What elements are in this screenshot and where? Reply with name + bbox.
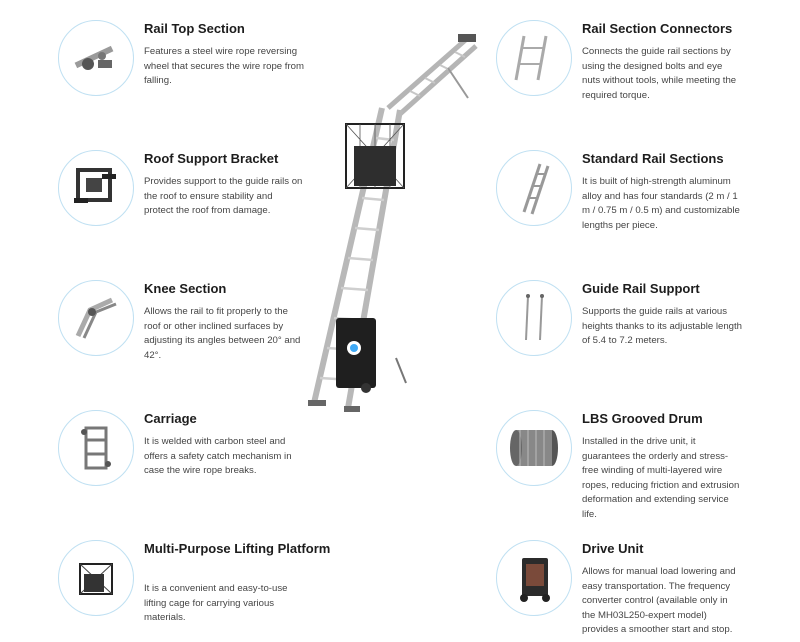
feature-title: Drive Unit: [582, 541, 644, 556]
feature-description: It is built of high-strength aluminum al…: [582, 176, 740, 231]
feature-title: Carriage: [144, 411, 197, 426]
drive-unit-icon: [496, 540, 572, 616]
hoist-illustration: [308, 34, 478, 412]
feature-description: It is welded with carbon steel and offer…: [144, 436, 292, 476]
standard-rail-icon: [496, 150, 572, 226]
feature-title: Multi-Purpose Lifting Platform: [144, 541, 331, 556]
feature-title: Standard Rail Sections: [582, 151, 724, 166]
knee-section-icon: [58, 280, 134, 356]
feature-title: Guide Rail Support: [582, 281, 700, 296]
rail-top-section-icon: [58, 20, 134, 96]
carriage-icon: [58, 410, 134, 486]
roof-support-bracket-icon: [58, 150, 134, 226]
feature-title: Rail Section Connectors: [582, 21, 733, 36]
feature-description: It is a convenient and easy-to-use lifti…: [144, 583, 288, 623]
feature-description: Supports the guide rails at various heig…: [582, 306, 743, 346]
feature-drive-unit: Drive Unit Allows for manual load loweri…: [496, 540, 800, 642]
feature-title: LBS Grooved Drum: [582, 411, 703, 426]
lifting-platform-icon: [58, 540, 134, 616]
rail-foot: [308, 400, 326, 406]
drive-unit: [336, 318, 407, 393]
feature-title: Knee Section: [144, 281, 227, 296]
rail-connectors-icon: [496, 20, 572, 96]
feature-description: Installed in the drive unit, it guarante…: [582, 436, 740, 520]
guide-rail-support-icon: [496, 280, 572, 356]
feature-roof-support-bracket: Roof Support Bracket Provides support to…: [58, 150, 363, 270]
grooved-drum-icon: [496, 410, 572, 486]
feature-description: Allows the rail to fit properly to the r…: [144, 306, 301, 361]
feature-rail-top-section: Rail Top Section Features a steel wire r…: [58, 20, 363, 140]
feature-description: Features a steel wire rope reversing whe…: [144, 46, 304, 86]
feature-description: Provides support to the guide rails on t…: [144, 176, 303, 216]
feature-standard-rail: Standard Rail Sections It is built of hi…: [496, 150, 800, 270]
feature-lifting-platform: Multi-Purpose Lifting Platform It is a c…: [58, 540, 363, 642]
feature-knee-section: Knee Section Allows the rail to fit prop…: [58, 280, 363, 400]
feature-title: Roof Support Bracket: [144, 151, 279, 166]
lifting-platform: [345, 123, 405, 189]
rail-top-section: [386, 34, 478, 116]
feature-guide-rail-support: Guide Rail Support Supports the guide ra…: [496, 280, 800, 400]
feature-description: Allows for manual load lowering and easy…: [582, 566, 736, 635]
rail-foot: [344, 406, 360, 412]
feature-title: Rail Top Section: [144, 21, 245, 36]
feature-description: Connects the guide rail sections by usin…: [582, 46, 737, 101]
feature-rail-connectors: Rail Section Connectors Connects the gui…: [496, 20, 800, 140]
feature-carriage: Carriage It is welded with carbon steel …: [58, 410, 363, 530]
feature-grooved-drum: LBS Grooved Drum Installed in the drive …: [496, 410, 800, 530]
